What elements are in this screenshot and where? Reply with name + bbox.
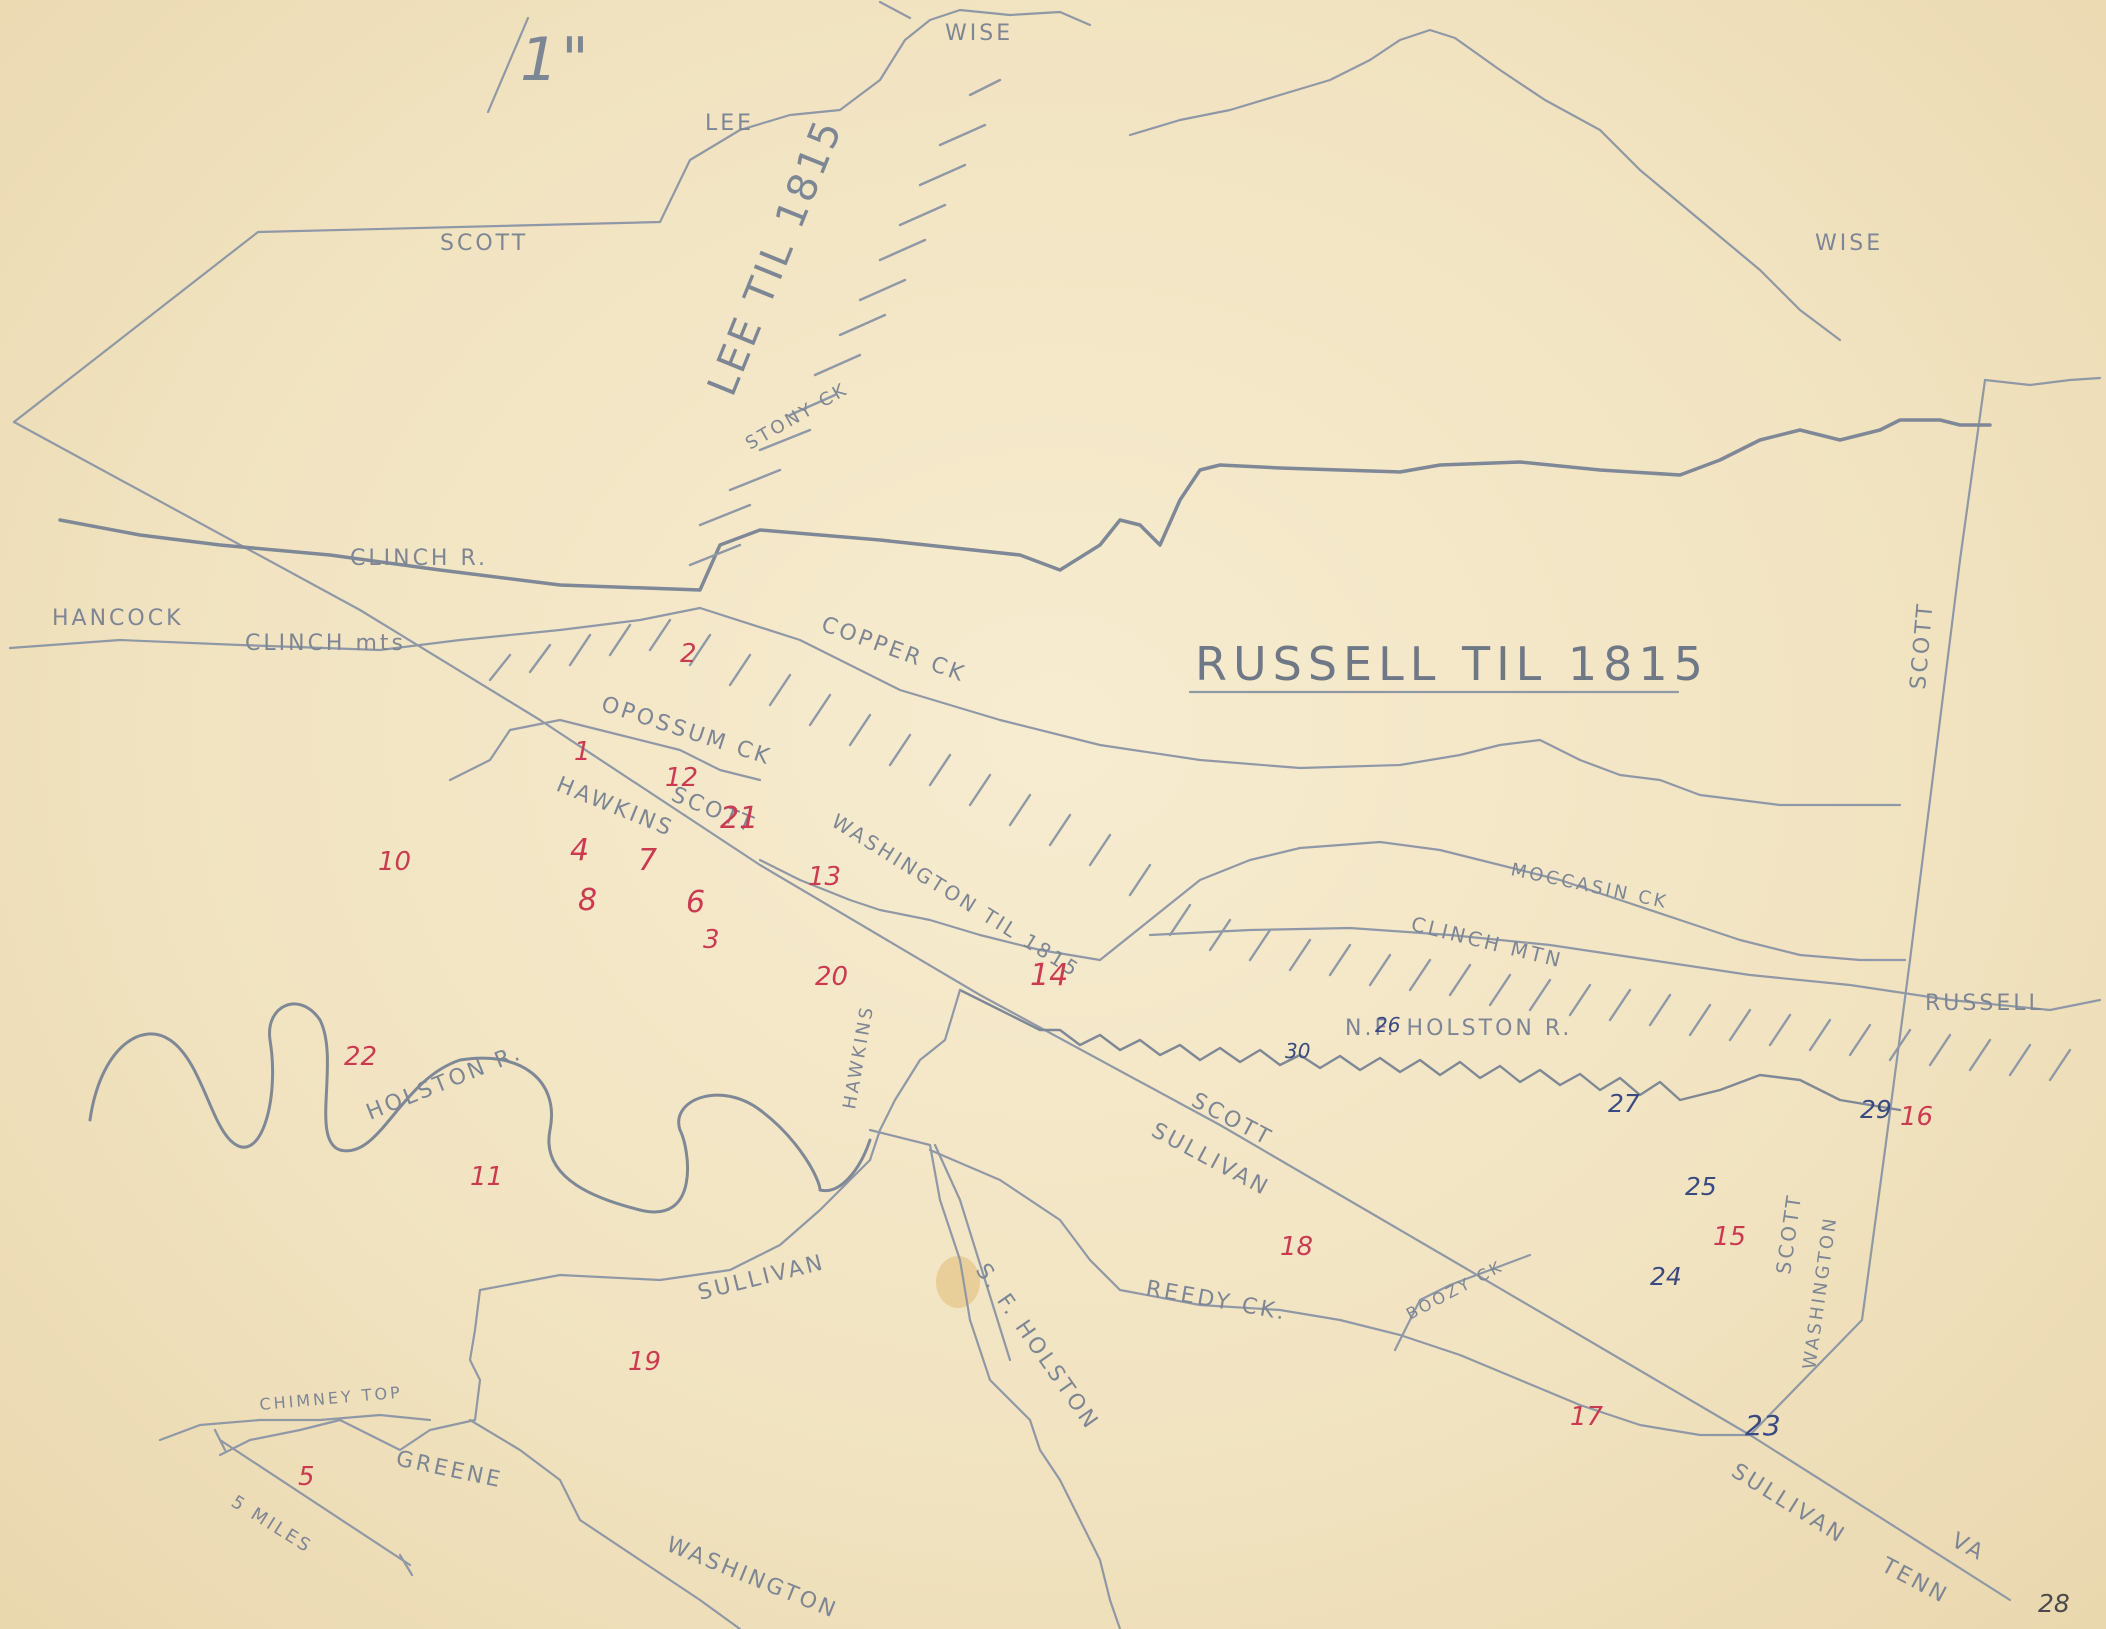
site-number-11: 11 [470,1162,503,1192]
label-nf-holston-river: N.F. HOLSTON R. [1345,1016,1572,1041]
sullivan-boundary [218,1158,872,1457]
label-sullivan-mid: SULLIVAN [695,1250,827,1306]
label-scott-right: SCOTT [1906,601,1939,691]
label-greene: GREENE [394,1446,505,1493]
south-fork-holston-bank [933,1143,1012,1362]
label-wise-right: WISE [1815,231,1883,256]
site-number-24: 24 [1650,1262,1682,1291]
site-number-28: 28 [2038,1589,2070,1618]
hatching-lee-band [688,78,1002,567]
county-boundary-lee-scott [12,18,932,424]
map-title-russell: RUSSELL TIL 1815 [1195,637,1709,691]
site-number-3: 3 [703,925,720,955]
site-number-25: 25 [1685,1172,1717,1201]
site-number-30: 30 [1285,1039,1310,1063]
label-moccasin-creek: MOCCASIN CK [1509,859,1670,913]
site-number-15: 15 [1713,1222,1746,1252]
clinch-mtn-ridge [1148,926,2102,1012]
hatching-washington-band [488,618,2072,1082]
site-number-21: 21 [720,801,758,836]
site-number-26: 26 [1375,1013,1400,1037]
chimney-top-ridge [158,1413,432,1442]
site-number-27: 27 [1608,1089,1640,1118]
south-fork-holston [868,1128,1122,1629]
moccasin-creek [1098,840,1907,962]
label-russell-right: RUSSELL [1925,991,2044,1016]
label-lee-til-1815: LEE TIL 1815 [699,112,852,402]
site-number-22: 22 [344,1042,377,1072]
county-boundary-wise [1128,28,1842,342]
boozy-creek [1393,1253,1532,1352]
small-tributary [758,858,1102,962]
label-holston-river: HOLSTON R. [363,1040,526,1125]
site-number-7: 7 [638,843,657,878]
scale-note: 1" [520,25,592,95]
label-sf-holston: S. F. HOLSTON [970,1259,1104,1435]
label-scott-bottom: SCOTT [1771,1192,1806,1276]
label-hawkins-mid: HAWKINS [839,1003,878,1111]
site-number-10: 10 [378,847,411,877]
site-number-17: 17 [1570,1402,1604,1432]
label-wise-top: WISE [945,21,1013,46]
label-stony-creek: STONY CK [742,379,852,455]
reedy-creek [928,1148,1752,1437]
site-number-19: 19 [628,1347,661,1377]
site-number-18: 18 [1280,1232,1313,1262]
clinch-mts-ridge [8,606,702,652]
scale-bar-label: 5 MILES [227,1491,316,1557]
site-number-16: 16 [1900,1102,1933,1132]
site-number-13: 13 [808,862,841,892]
label-scott-top: SCOTT [440,231,528,256]
label-clinch-mtn: CLINCH MTN [1409,912,1566,973]
label-clinch-river: CLINCH R. [350,546,488,571]
site-number-6: 6 [686,885,705,920]
label-opossum-creek: OPOSSUM CK [598,692,775,771]
label-chimney-top: CHIMNEY TOP [259,1383,404,1414]
label-hancock: HANCOCK [52,606,184,631]
scale-mark [486,16,530,114]
scale-bar-line [213,1428,414,1577]
clinch-river [58,418,1992,592]
label-clinch-mts: CLINCH mts [245,631,406,656]
site-number-29: 29 [1860,1095,1892,1124]
label-sullivan-bottom: SULLIVAN [1727,1459,1851,1549]
north-fork-holston-river [958,988,1902,1112]
paper-stain [936,1256,980,1308]
label-tenn: TENN [1876,1553,1952,1609]
county-boundary-top-right [1983,376,2102,387]
copper-creek [698,606,1902,807]
site-number-8: 8 [578,883,597,918]
county-line-diagonal [12,420,2012,1602]
holston-river [88,1002,872,1214]
site-number-20: 20 [815,962,848,992]
label-hawkins-left: HAWKINS [553,772,678,842]
site-number-1: 1 [574,737,591,767]
label-reedy-creek: REEDY CK. [1144,1276,1289,1325]
label-va: VA [1947,1528,1989,1566]
site-number-4: 4 [570,833,589,868]
site-number-5: 5 [298,1462,315,1492]
county-boundary-scott-right [1748,378,1987,1437]
label-washington-bottom: WASHINGTON [663,1532,842,1624]
site-number-23: 23 [1745,1409,1781,1442]
site-number-14: 14 [1030,958,1068,993]
opossum-creek [448,718,762,782]
hawkins-boundary [868,988,962,1162]
greene-boundary [468,1418,742,1629]
label-boozy-creek: BOOZY CK [1403,1256,1507,1323]
label-copper-creek: COPPER CK [818,612,970,688]
label-washington-til-1815: WASHINGTON TIL 1815 [827,809,1084,982]
label-lee-top: LEE [705,111,754,136]
site-number-12: 12 [665,763,698,793]
site-number-2: 2 [680,639,697,669]
county-boundary-lee-wise [878,0,1092,27]
